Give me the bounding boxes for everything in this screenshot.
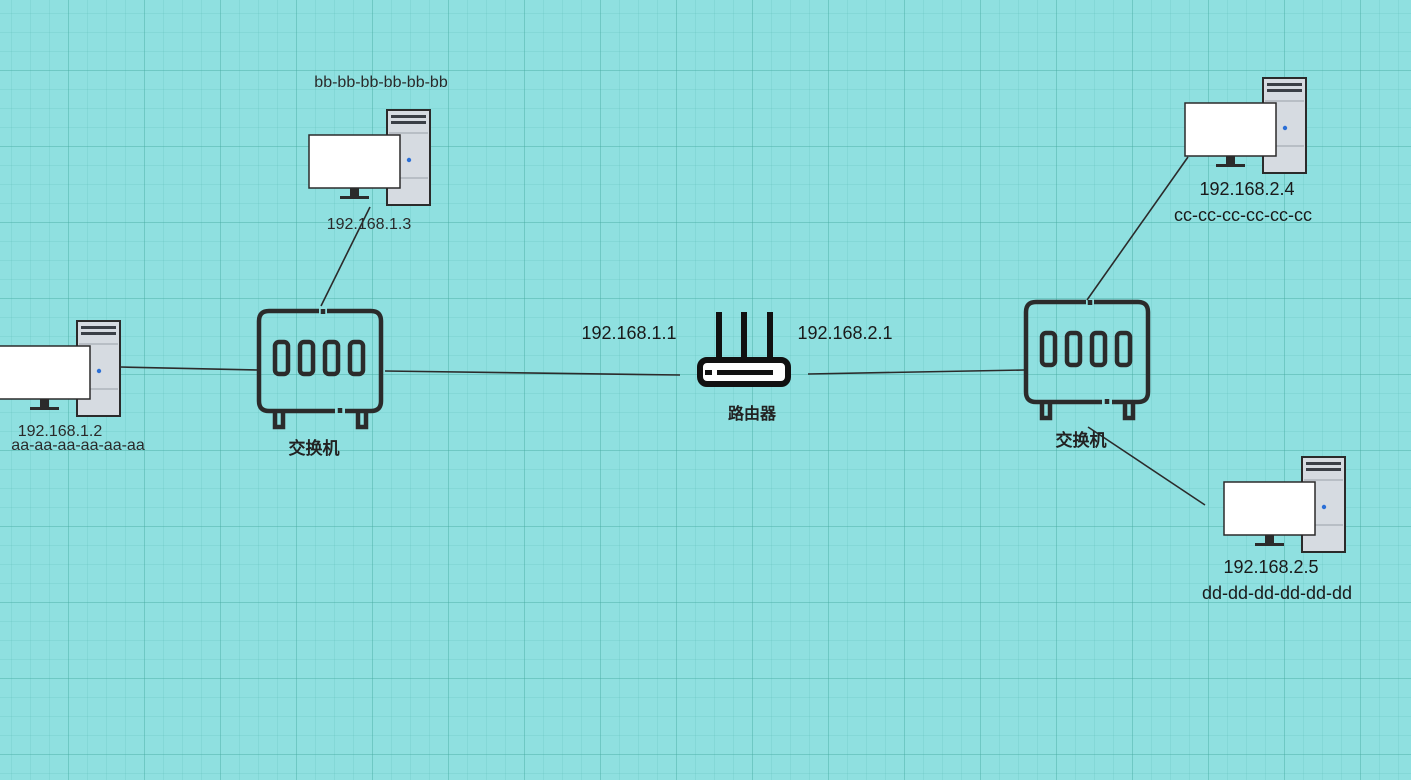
computer-icon-a[interactable] (0, 320, 121, 417)
link-switch-right-pc-c (1086, 156, 1189, 301)
pc-c-ip-label: 192.168.2.4 (1199, 179, 1295, 199)
router-icon[interactable] (697, 312, 791, 387)
connection-lines (119, 156, 1206, 506)
link-switch-right-pc-d (1087, 426, 1206, 506)
link-switch-left-router (384, 370, 681, 376)
pc-c-mac-label: cc-cc-cc-cc-cc-cc (1174, 205, 1312, 225)
switch-right-label: 交换机 (1055, 431, 1107, 451)
pc-b-mac-label: bb-bb-bb-bb-bb-bb (314, 74, 448, 91)
link-router-switch-right (807, 369, 1025, 375)
pc-d-mac-label: dd-dd-dd-dd-dd-dd (1201, 583, 1353, 603)
computer-icon-c[interactable] (1184, 77, 1307, 174)
router-ip-right-label: 192.168.2.1 (797, 323, 893, 343)
router-label: 路由器 (727, 404, 777, 423)
computer-icon-d[interactable] (1223, 456, 1346, 553)
link-pc-b-switch-left (320, 206, 371, 307)
pc-d-ip-label: 192.168.2.5 (1223, 557, 1319, 577)
pc-b-ip-label: 192.168.1.3 (326, 216, 412, 233)
switch-icon-left[interactable] (259, 309, 381, 427)
router-ip-left-label: 192.168.1.1 (581, 323, 677, 343)
pc-a-ip-label: 192.168.1.2 (17, 423, 103, 440)
switch-icon-right[interactable] (1026, 300, 1148, 418)
switch-left-label: 交换机 (288, 439, 340, 459)
pc-a-mac-label: aa-aa-aa-aa-aa-aa (11, 437, 145, 454)
computer-icon-b[interactable] (308, 109, 431, 206)
link-pc-a-switch-left (119, 366, 259, 371)
